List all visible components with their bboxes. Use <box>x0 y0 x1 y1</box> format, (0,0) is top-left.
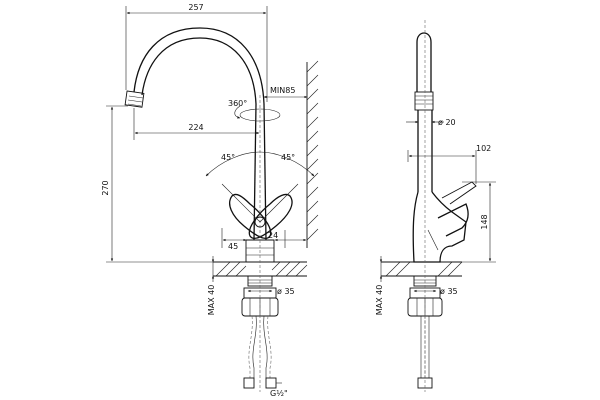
angle-left-label: 45° <box>221 153 235 162</box>
dim-dia35-side: ø 35 <box>413 287 458 296</box>
dim-270-label: 270 <box>101 180 110 195</box>
side-spout <box>414 32 434 192</box>
dim-257-label: 257 <box>188 3 203 12</box>
max40-side-label: MAX 40 <box>375 285 384 316</box>
dia20-label: ø 20 <box>438 118 456 127</box>
dim-dia35-front: ø 35 <box>247 287 295 296</box>
dim-148-label: 148 <box>480 214 489 229</box>
dim-min85-label: MIN85 <box>270 86 295 95</box>
dim-270: 270 <box>101 105 246 263</box>
dia35-front-label: ø 35 <box>277 287 295 296</box>
dim-dia20: ø 20 <box>406 118 456 127</box>
dim-102-label: 102 <box>476 144 491 153</box>
dim-45-24: 45 24 <box>221 228 307 251</box>
angle-right-label: 45° <box>281 153 295 162</box>
dim-224-label: 224 <box>188 123 203 132</box>
dim-max40-side: MAX 40 <box>375 256 384 315</box>
dim-thread: G½" <box>270 382 288 398</box>
side-view: ø 20 102 148 MAX 40 ø 35 <box>375 20 496 392</box>
thread-label: G½" <box>270 389 288 398</box>
dim-224: 224 <box>133 108 260 140</box>
dia35-side-label: ø 35 <box>440 287 458 296</box>
dim-360-label: 360° <box>228 99 247 108</box>
spout <box>124 27 265 108</box>
dim-24-label: 24 <box>268 231 278 240</box>
wall <box>306 60 319 248</box>
dim-max40-front: MAX 40 <box>207 256 216 315</box>
dim-148: 148 <box>462 181 496 263</box>
dim-257: 257 <box>125 3 268 102</box>
side-body <box>412 181 477 263</box>
side-countertop <box>381 261 463 277</box>
dim-angles: 45° 45° <box>205 151 315 223</box>
max40-front-label: MAX 40 <box>207 285 216 316</box>
dim-45-label: 45 <box>228 242 238 251</box>
countertop <box>213 261 308 277</box>
front-view: 257 MIN85 360° 224 270 <box>101 3 319 398</box>
dim-360: 360° <box>228 99 247 119</box>
dim-min85: MIN85 <box>263 86 308 99</box>
dim-102: 102 <box>407 144 491 184</box>
